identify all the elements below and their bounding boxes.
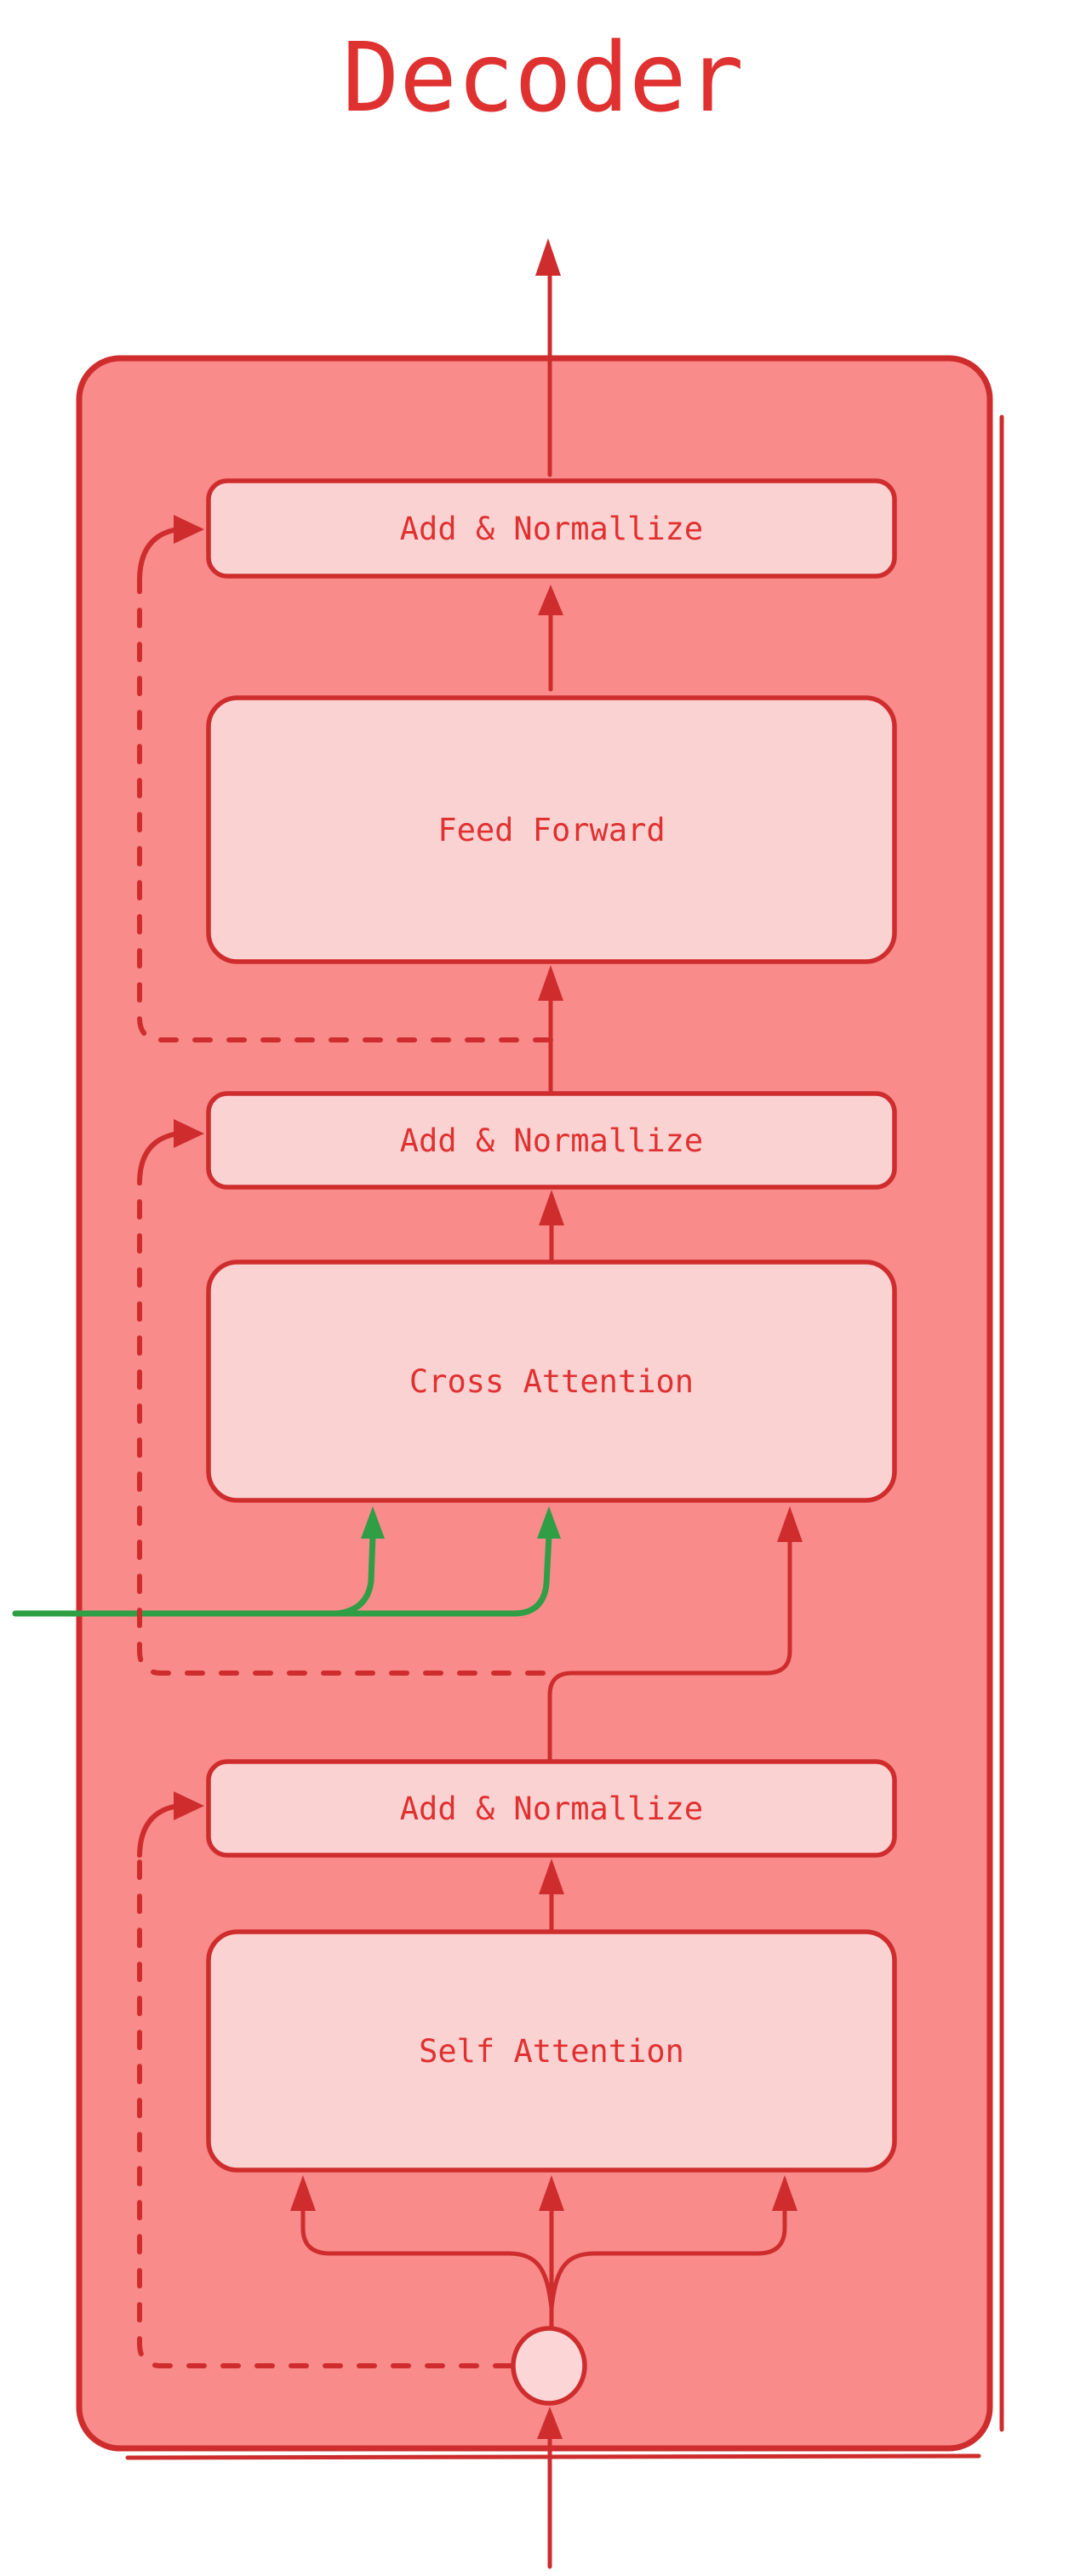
node-cross-attention: Cross Attention xyxy=(206,1259,897,1503)
arrow-fork-left xyxy=(290,2175,554,2310)
residual-dashed-top xyxy=(137,515,553,1042)
arrow-bottom-input xyxy=(537,2407,563,2569)
green-encoder-input-lines xyxy=(12,1506,561,1617)
residual-dashed-bottom xyxy=(137,1791,513,2368)
feed-forward-box xyxy=(206,695,897,964)
add-normalize-middle-label: Add & Normallize xyxy=(400,1122,703,1159)
cross-attention-box xyxy=(206,1259,897,1503)
add-normalize-top-label: Add & Normallize xyxy=(400,511,703,547)
residual-dashed-middle xyxy=(137,1119,546,1676)
self-attention-label: Self Attention xyxy=(419,2033,684,2070)
cross-attention-label: Cross Attention xyxy=(409,1363,694,1400)
node-self-attention: Self Attention xyxy=(206,1929,897,2173)
diagram-title: Decoder xyxy=(342,23,744,134)
add-normalize-bottom-label: Add & Normallize xyxy=(400,1791,703,1827)
add-normalize-middle-box xyxy=(206,1091,897,1190)
arrow-addnorm-bottom-to-crossattention xyxy=(547,1506,803,1764)
add-normalize-bottom-box xyxy=(206,1759,897,1858)
arrow-crossattention-to-addnorm-middle xyxy=(539,1190,564,1265)
arrow-selfattention-to-addnorm-bottom xyxy=(539,1859,564,1934)
add-normalize-top-box xyxy=(206,478,897,579)
feed-forward-label: Feed Forward xyxy=(437,812,665,848)
node-add-normalize-top: Add & Normallize xyxy=(206,478,897,579)
arrow-feedforward-to-addnorm-top xyxy=(538,585,563,692)
residual-split-circle xyxy=(511,2326,587,2406)
arrow-top-output xyxy=(535,238,561,477)
node-add-normalize-bottom: Add & Normallize xyxy=(206,1759,897,1858)
arrow-addnorm-middle-to-feedforward xyxy=(538,965,563,1096)
node-feed-forward: Feed Forward xyxy=(206,695,897,964)
self-attention-box xyxy=(206,1929,897,2173)
node-add-normalize-middle: Add & Normallize xyxy=(206,1091,897,1190)
arrow-fork-right xyxy=(549,2175,797,2310)
container-rough-bottom-stroke xyxy=(125,2453,981,2460)
